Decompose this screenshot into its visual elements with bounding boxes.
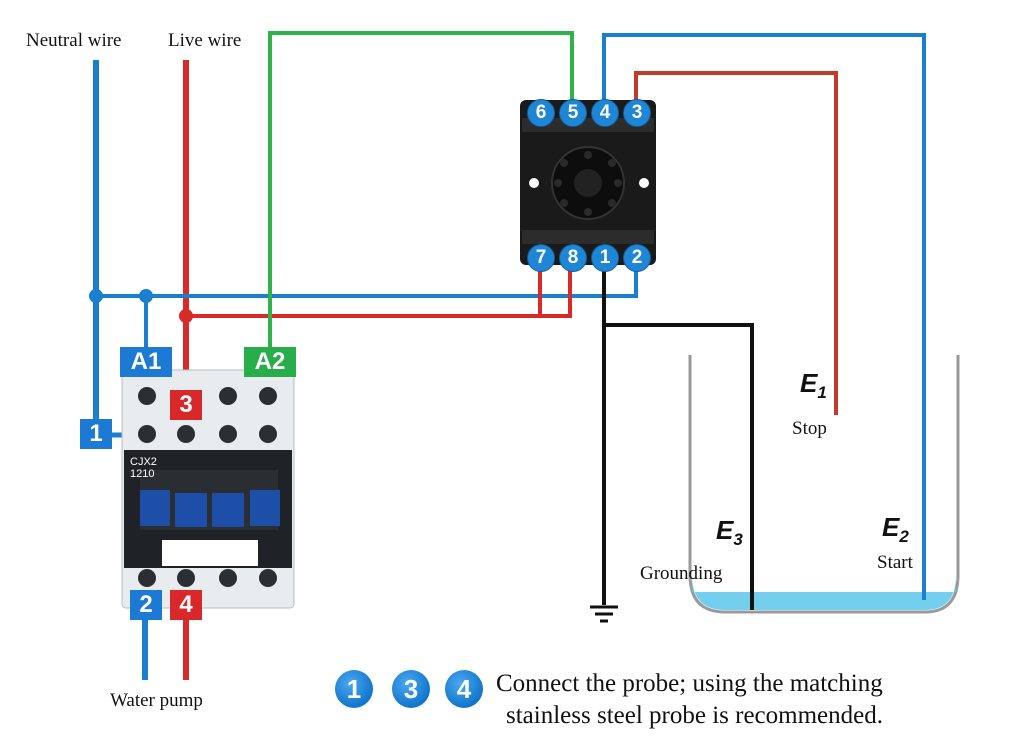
relay-pin-3: 3	[623, 99, 651, 127]
relay-pin-1: 1	[591, 244, 619, 272]
note-line-1: Connect the probe; using the matching	[496, 670, 883, 697]
neutral-wire-label: Neutral wire	[26, 30, 122, 51]
blue-probe-wire	[602, 33, 926, 600]
note-number-1: 1	[335, 670, 373, 708]
note-line-2: stainless steel probe is recommended.	[506, 702, 883, 729]
note-number-3: 3	[392, 670, 430, 708]
water-pump-label: Water pump	[110, 690, 203, 711]
red-bus	[186, 262, 572, 318]
water-level	[692, 575, 956, 610]
relay-socket	[520, 100, 656, 265]
live-wire-label: Live wire	[168, 30, 242, 51]
relay-pin-7: 7	[527, 244, 555, 272]
relay-pin-5: 5	[559, 99, 587, 127]
relay-pin-8: 8	[559, 244, 587, 272]
relay-pin-4: 4	[591, 99, 619, 127]
black-probe-wire	[602, 262, 754, 610]
start-label: Start	[877, 552, 913, 573]
badge-terminal-2: 2	[130, 590, 162, 620]
ground-icon	[590, 605, 618, 623]
badge-terminal-3: 3	[170, 390, 202, 420]
red-probe-wire	[634, 71, 838, 415]
probe-e3-label: E3	[716, 515, 743, 550]
green-wire	[268, 31, 574, 355]
contactor-model: CJX2 1210	[130, 456, 157, 480]
blue-bus	[96, 262, 638, 298]
probe-e2-label: E2	[882, 512, 909, 547]
badge-a1: A1	[120, 347, 172, 377]
contactor-body	[121, 369, 295, 609]
grounding-label: Grounding	[640, 563, 723, 584]
relay-pin-2: 2	[623, 244, 651, 272]
relay-pin-6: 6	[527, 99, 555, 127]
note-number-4: 4	[445, 670, 483, 708]
badge-terminal-4: 4	[170, 590, 202, 620]
badge-a2: A2	[244, 347, 296, 377]
water-tank	[688, 355, 960, 614]
stop-label: Stop	[792, 418, 827, 439]
badge-terminal-1: 1	[80, 419, 112, 449]
probe-e1-label: E1	[800, 368, 827, 403]
